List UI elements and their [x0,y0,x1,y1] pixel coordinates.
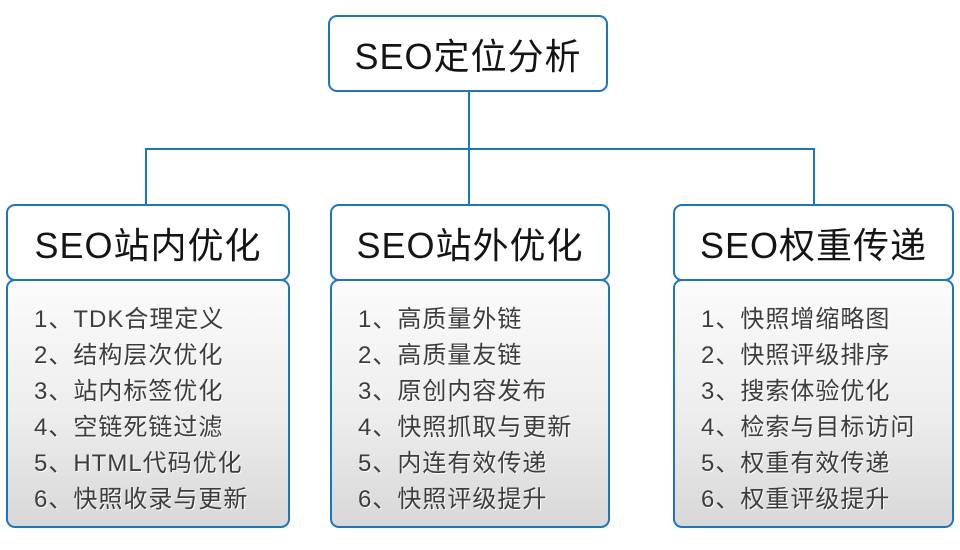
branch-title: SEO站外优化 [356,224,584,266]
list-item: 1、高质量外链 [358,306,523,333]
list-item: 1、快照增缩略图 [701,306,891,333]
branch-header-onsite: SEO站内优化 [6,204,290,281]
list-item: 4、检索与目标访问 [701,414,916,441]
list-item: 3、原创内容发布 [358,378,548,405]
list-item: 6、权重评级提升 [701,486,891,513]
list-item: 6、快照评级提升 [358,486,548,513]
branch-header-offsite: SEO站外优化 [330,204,610,281]
connector-horizontal [145,148,815,150]
list-item: 4、空链死链过滤 [34,414,224,441]
root-node-title: SEO定位分析 [354,35,582,77]
branch-title: SEO权重传递 [699,224,928,266]
list-item: 6、快照收录与更新 [34,486,249,513]
branch-list-weight-transfer: 1、快照增缩略图 2、快照评级排序 3、搜索体验优化 4、检索与目标访问 5、权… [673,279,954,528]
branch-list-onsite: 1、TDK合理定义 2、结构层次优化 3、站内标签优化 4、空链死链过滤 5、H… [6,279,290,528]
branch-list-offsite: 1、高质量外链 2、高质量友链 3、原创内容发布 4、快照抓取与更新 5、内连有… [330,279,610,528]
connector-right-vertical [813,148,815,204]
list-item: 1、TDK合理定义 [34,306,225,333]
list-item: 5、内连有效传递 [358,450,548,477]
branch-title: SEO站内优化 [34,224,262,266]
list-item: 5、权重有效传递 [701,450,891,477]
list-item: 3、站内标签优化 [34,378,224,405]
list-item: 5、HTML代码优化 [34,450,243,477]
list-item: 2、高质量友链 [358,342,523,369]
list-item: 2、快照评级排序 [701,342,891,369]
branch-header-weight-transfer: SEO权重传递 [673,204,954,281]
root-node-seo-positioning: SEO定位分析 [328,15,608,92]
list-item: 3、搜索体验优化 [701,378,891,405]
list-item: 4、快照抓取与更新 [358,414,573,441]
list-item: 2、结构层次优化 [34,342,224,369]
connector-left-vertical [145,148,147,204]
